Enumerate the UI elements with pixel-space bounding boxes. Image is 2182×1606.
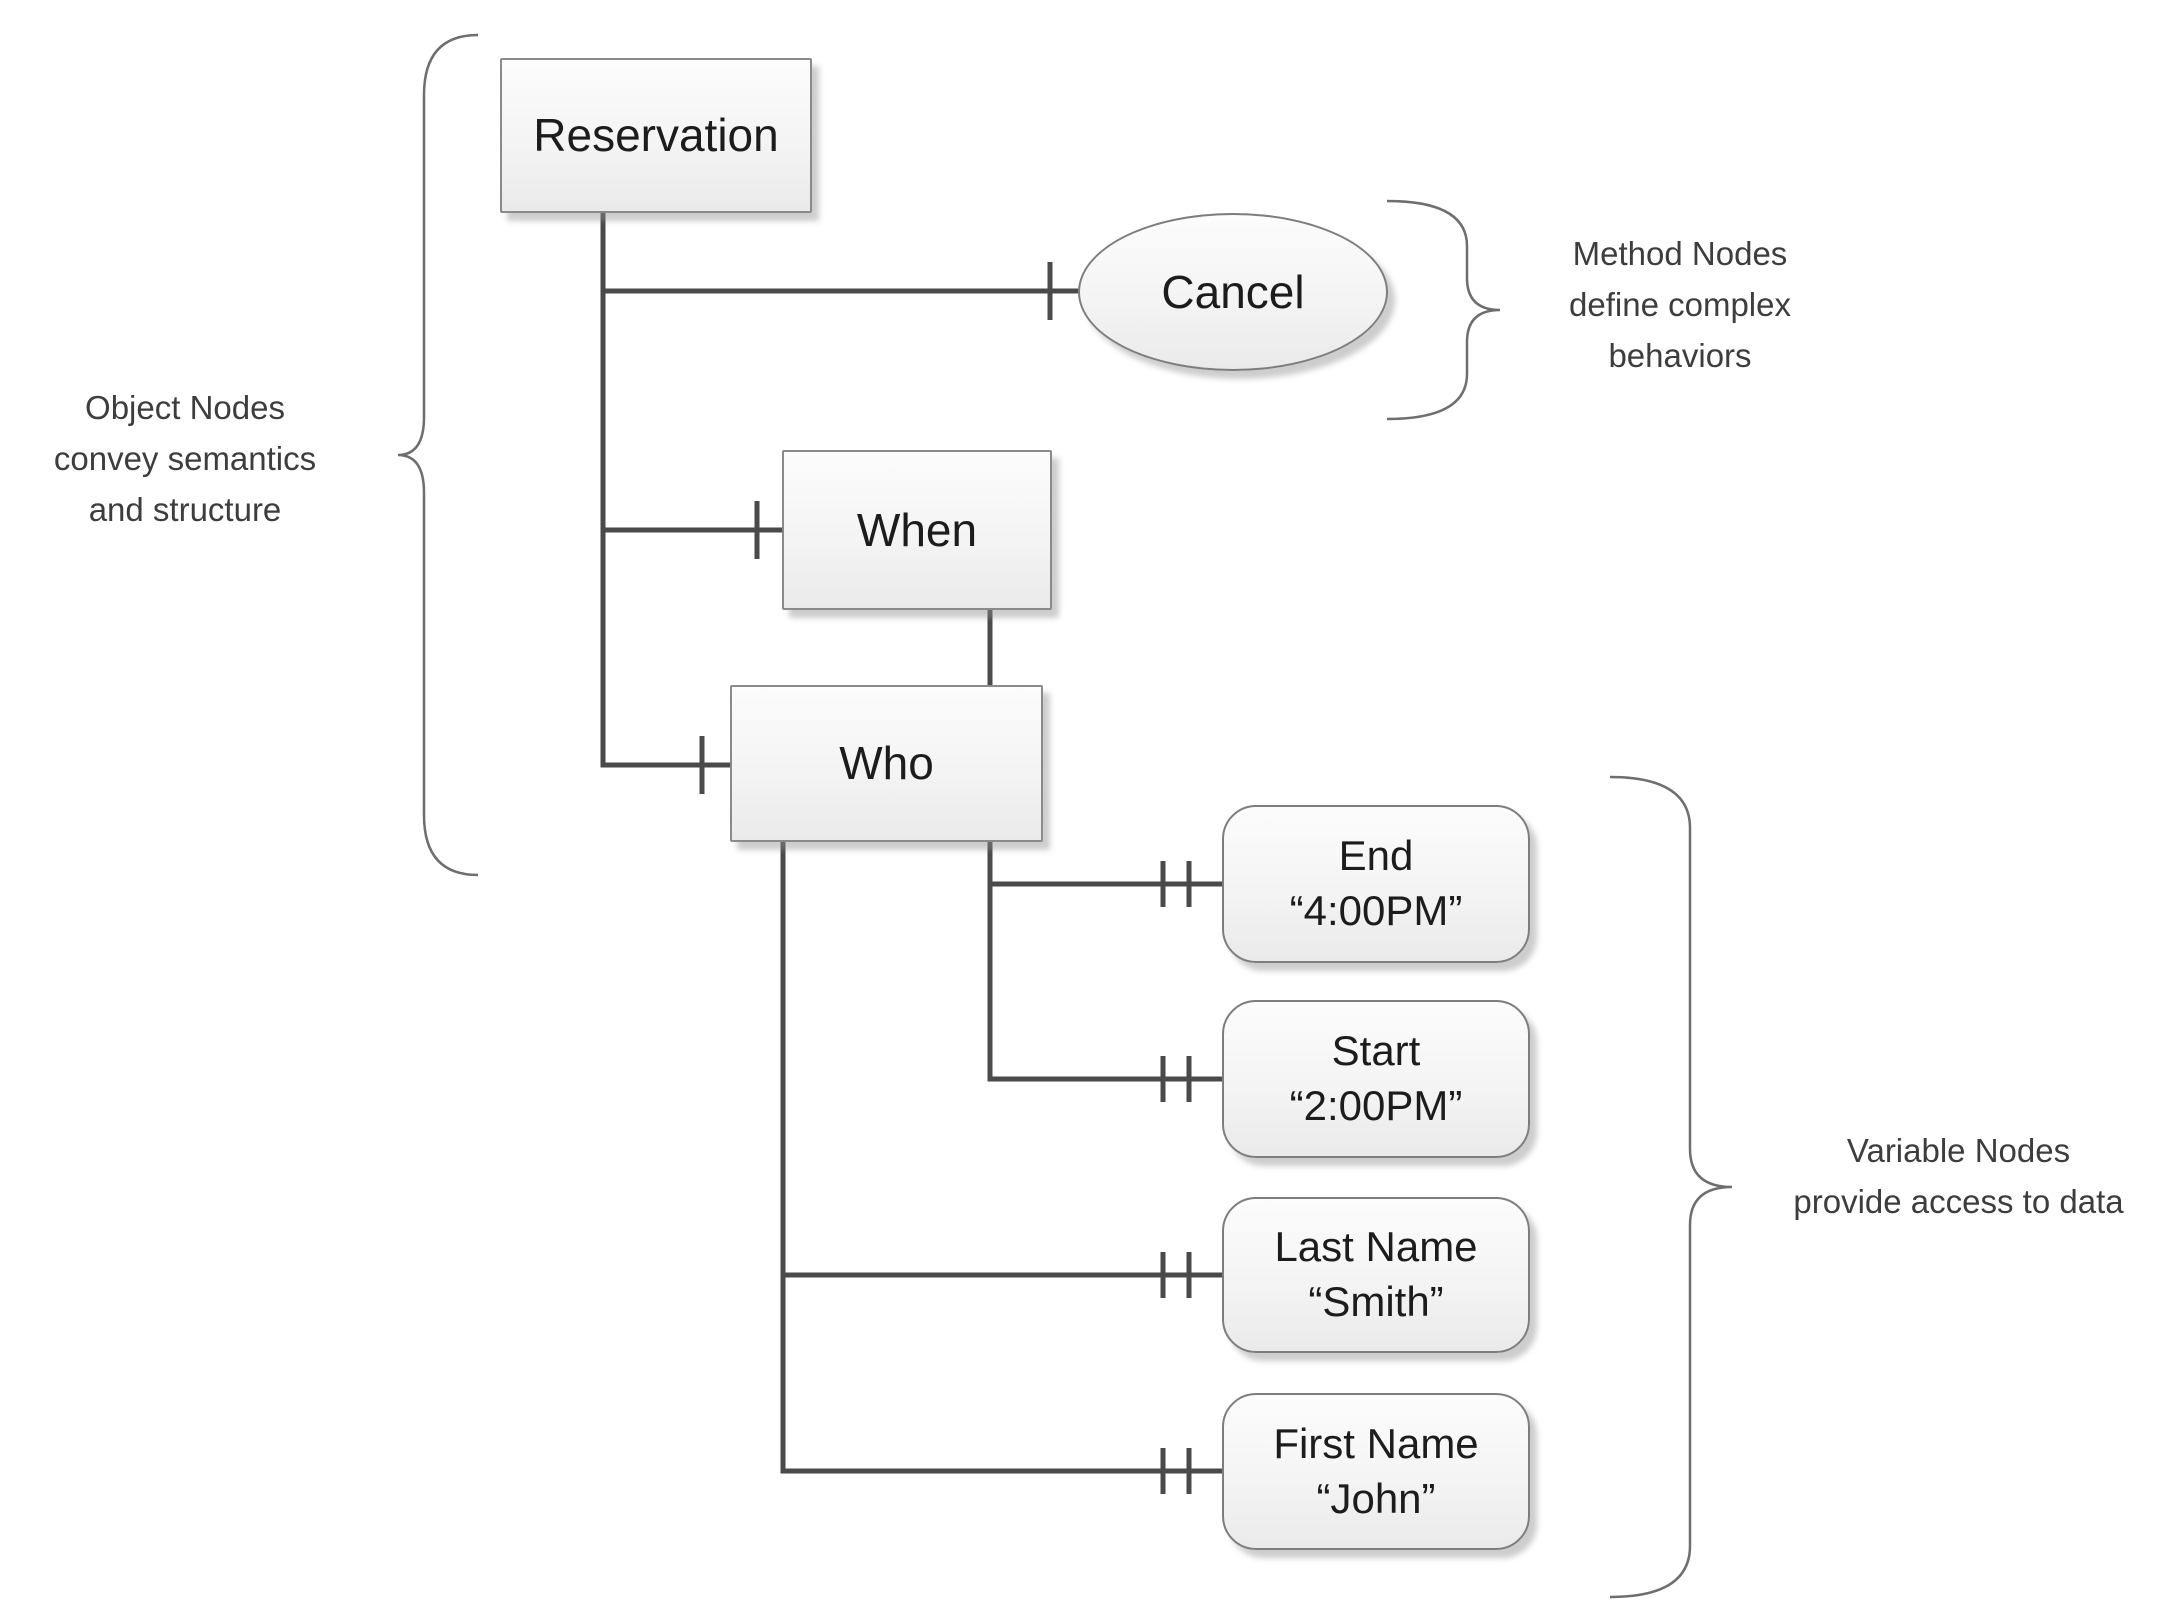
- variable-nodes-annotation-line1: Variable Nodes: [1846, 1132, 2071, 1169]
- trunk-connector-line: [600, 213, 730, 768]
- method-nodes-annotation: Method Nodes define complex behaviors: [1535, 228, 1825, 381]
- object-nodes-brace: [397, 33, 479, 877]
- node-last-name: Last Name “Smith”: [1222, 1197, 1530, 1353]
- object-nodes-annotation-line1: Object Nodes: [85, 389, 285, 426]
- firstname-double-tick-mark: [1160, 1448, 1192, 1494]
- object-nodes-annotation-line2: convey semantics: [53, 440, 317, 478]
- node-when: When: [782, 450, 1052, 610]
- method-nodes-annotation-line2: define complex: [1569, 286, 1791, 324]
- node-reservation: Reservation: [500, 58, 812, 213]
- method-nodes-annotation-line3: behaviors: [1608, 337, 1752, 375]
- node-first-name-value: “John”: [1316, 1474, 1436, 1522]
- node-start: Start “2:00PM”: [1222, 1000, 1530, 1158]
- node-who-label: Who: [839, 737, 934, 790]
- end-double-tick-mark: [1160, 861, 1192, 907]
- who-to-firstname-connector-line: [780, 842, 1222, 1474]
- node-reservation-label: Reservation: [533, 109, 779, 162]
- node-start-label: Start: [1331, 1027, 1421, 1075]
- node-last-name-value: “Smith”: [1308, 1278, 1444, 1325]
- variable-nodes-brace: [1609, 775, 1733, 1599]
- variable-nodes-annotation-line2: provide access to data: [1793, 1183, 2124, 1221]
- node-end-value: “4:00PM”: [1289, 887, 1463, 934]
- when-to-start-connector-line: [987, 610, 1222, 1082]
- method-nodes-brace: [1386, 199, 1501, 421]
- node-start-value: “2:00PM”: [1289, 1082, 1463, 1129]
- node-when-label: When: [856, 503, 978, 556]
- node-end: End “4:00PM”: [1222, 805, 1530, 963]
- node-who: Who: [730, 685, 1043, 842]
- start-double-tick-mark: [1160, 1056, 1192, 1102]
- lastname-double-tick-mark: [1160, 1252, 1192, 1298]
- node-end-label: End: [1338, 832, 1414, 880]
- variable-nodes-annotation: Variable Nodes provide access to data: [1735, 1125, 2182, 1227]
- node-cancel-label: Cancel: [1161, 265, 1305, 318]
- node-cancel: Cancel: [1078, 213, 1388, 371]
- object-nodes-annotation: Object Nodes convey semantics and struct…: [15, 382, 355, 535]
- node-first-name-label: First Name: [1273, 1419, 1479, 1467]
- method-nodes-annotation-line1: Method Nodes: [1572, 235, 1788, 272]
- node-first-name: First Name “John”: [1222, 1393, 1530, 1550]
- node-last-name-label: Last Name: [1274, 1223, 1478, 1271]
- object-nodes-annotation-line3: and structure: [88, 491, 282, 529]
